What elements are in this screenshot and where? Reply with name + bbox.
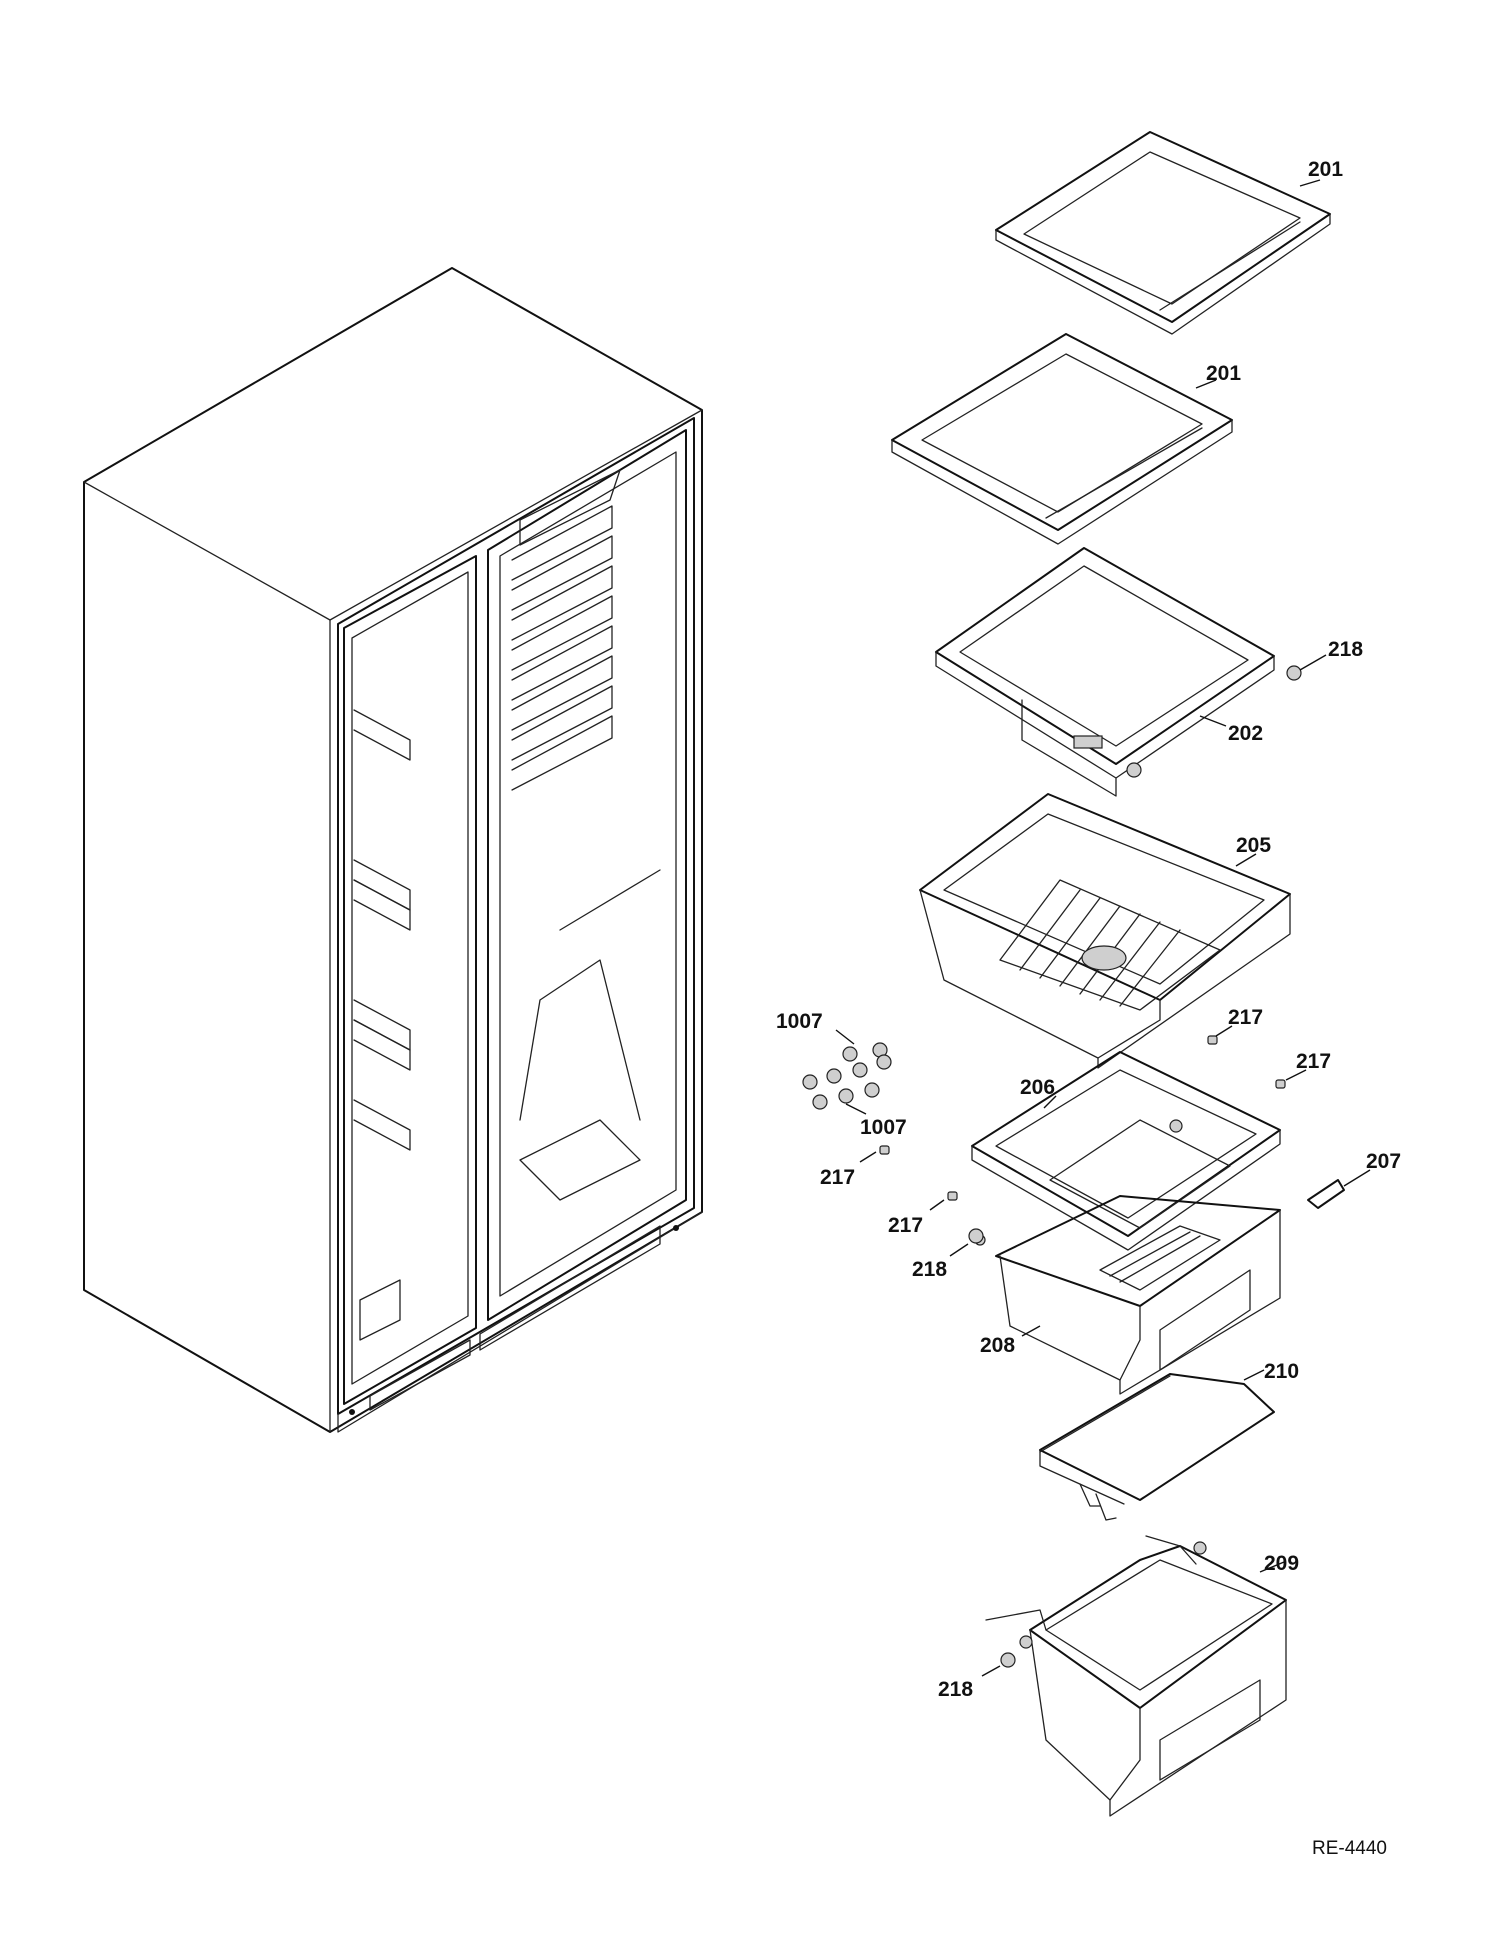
bumper-218-pan bbox=[968, 1228, 984, 1244]
crisper-pan-208 bbox=[974, 1195, 1281, 1395]
callout-208: 208 bbox=[980, 1334, 1015, 1357]
meat-pan-205 bbox=[919, 793, 1291, 1069]
callout-207: 207 bbox=[1366, 1150, 1401, 1173]
grommet-217-c bbox=[879, 1145, 890, 1155]
pan-cover-210 bbox=[1039, 1373, 1275, 1521]
pan-cover-206 bbox=[971, 1051, 1281, 1251]
screws-1007 bbox=[802, 1042, 892, 1110]
callout-201-second: 201 bbox=[1206, 362, 1241, 385]
callout-218-bottom: 218 bbox=[938, 1678, 973, 1701]
grommet-217-b bbox=[1275, 1079, 1286, 1089]
callout-210: 210 bbox=[1264, 1360, 1299, 1383]
callout-201-top: 201 bbox=[1308, 158, 1343, 181]
callout-1007-top: 1007 bbox=[776, 1010, 823, 1033]
callout-209: 209 bbox=[1264, 1552, 1299, 1575]
callout-217-d: 217 bbox=[888, 1214, 923, 1237]
bracket-207 bbox=[1307, 1179, 1345, 1209]
bumper-shelf-bottom bbox=[1126, 762, 1142, 778]
drawing-reference: RE-4440 bbox=[1312, 1838, 1387, 1859]
callout-205: 205 bbox=[1236, 834, 1271, 857]
grommet-217-d bbox=[947, 1191, 958, 1201]
callout-labels: 201 201 218 202 205 1007 1007 217 217 20… bbox=[776, 158, 1401, 1859]
callout-218-shelf: 218 bbox=[1328, 638, 1363, 661]
callout-217-b: 217 bbox=[1296, 1050, 1331, 1073]
shelf-201-top bbox=[995, 131, 1331, 335]
snack-pan-209 bbox=[985, 1535, 1287, 1817]
shelf-201-second bbox=[891, 333, 1233, 545]
callout-217-c: 217 bbox=[820, 1166, 855, 1189]
callout-202: 202 bbox=[1228, 722, 1263, 745]
shelf-202 bbox=[935, 547, 1275, 797]
leader-lines bbox=[835, 179, 1371, 1677]
callout-218-pan: 218 bbox=[912, 1258, 947, 1281]
callout-206: 206 bbox=[1020, 1076, 1055, 1099]
grommet-217-a bbox=[1207, 1035, 1218, 1045]
callout-217-a: 217 bbox=[1228, 1006, 1263, 1029]
bumper-218-bottom bbox=[1000, 1652, 1016, 1668]
callout-1007-bottom: 1007 bbox=[860, 1116, 907, 1139]
refrigerator-cabinet bbox=[83, 267, 703, 1433]
bumper-218-shelf bbox=[1286, 665, 1302, 681]
